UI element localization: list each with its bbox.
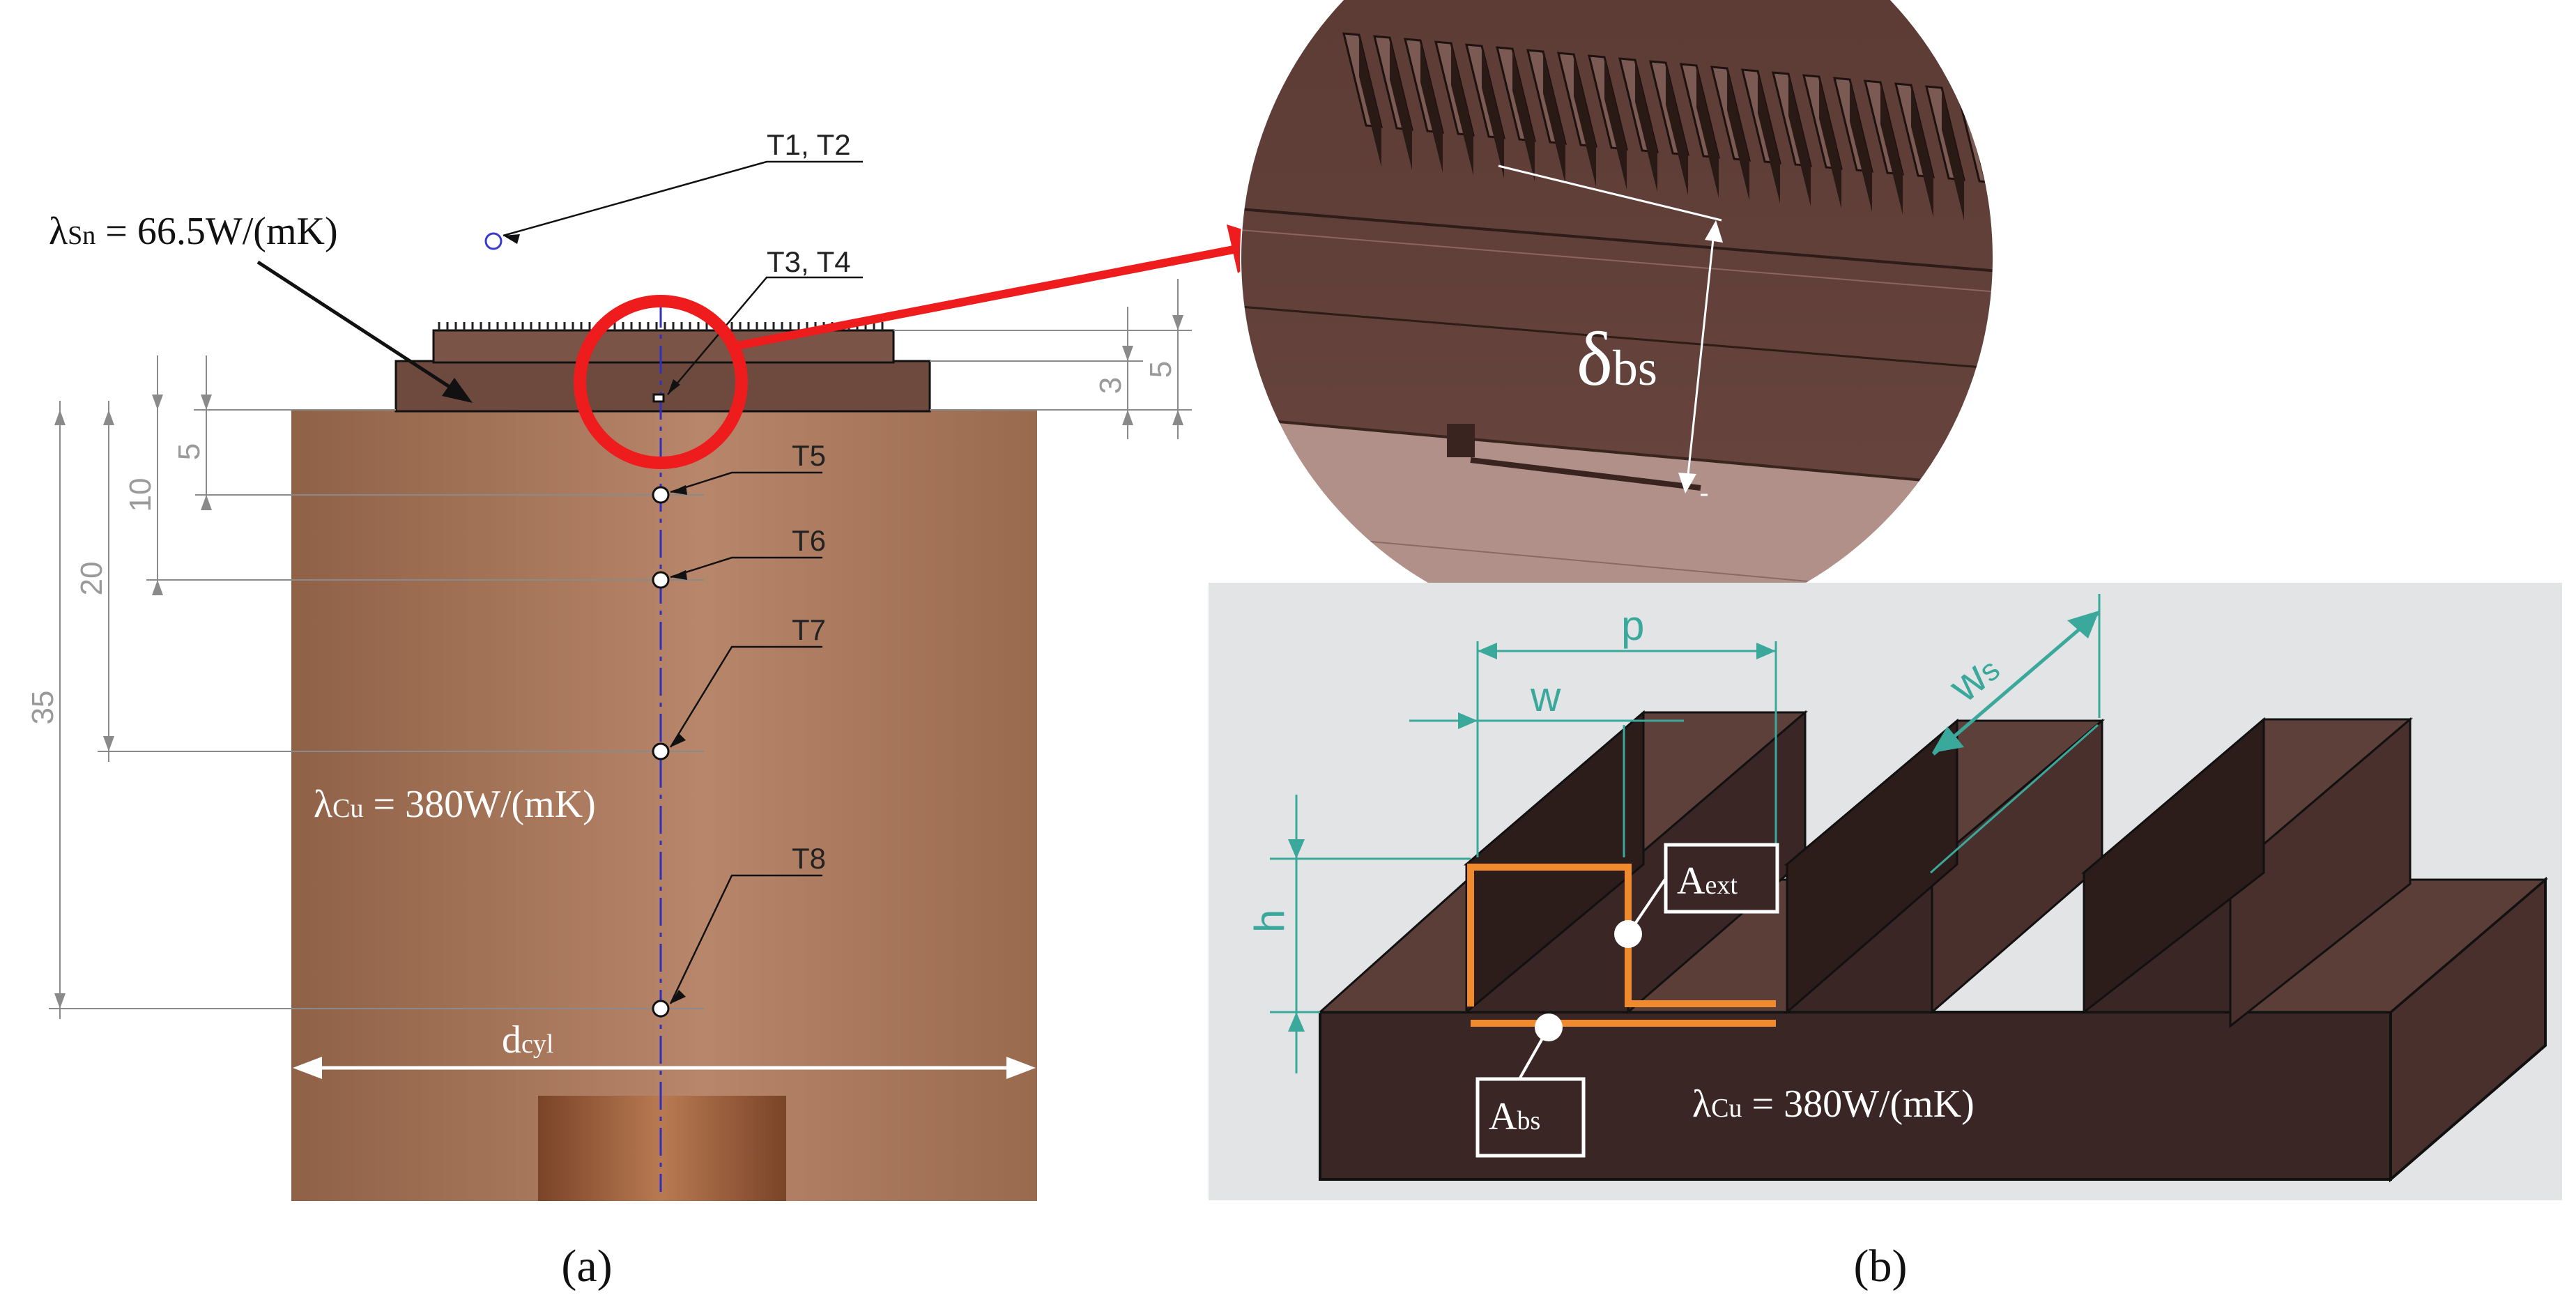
zoom-fin-side: [1911, 85, 1933, 217]
left-dim-arrows: [54, 395, 212, 1009]
a-bs-box: [1475, 1077, 1586, 1158]
a-ext-leader: [1627, 877, 1667, 935]
zoom-fin-side: [1819, 77, 1841, 209]
dim-35: 35: [26, 691, 60, 725]
ws-dimension-line: [1932, 612, 2099, 756]
zoom-fin-side: [1482, 46, 1504, 178]
zoom-fin-side: [1451, 43, 1473, 176]
lambda-cu-label-a: λCu = 380W/(mK): [314, 783, 596, 826]
dim-20: 20: [75, 562, 109, 596]
zoom-arrow-line: [736, 245, 1235, 350]
zoom-fin-side: [1788, 74, 1811, 206]
a-ext-box: [1664, 843, 1779, 914]
diameter-label: dcyl: [502, 1018, 553, 1062]
zoom-fin: [2018, 95, 2056, 188]
a-bs-leader: [1518, 1027, 1550, 1080]
zoom-fin-side: [2034, 96, 2056, 229]
zoom-fin-side: [1359, 35, 1381, 167]
dim-5: 5: [172, 443, 206, 460]
zoom-fin-side: [1850, 79, 1872, 212]
channel-wall-3: [2083, 717, 2265, 1015]
lambda-sn-label: λSn = 66.5W/(mK): [49, 210, 338, 253]
label-t6: T6: [792, 524, 826, 557]
sensor-leaders: [503, 160, 863, 1004]
right-dim-arrows: [1122, 315, 1183, 425]
zoom-fin-side: [1543, 52, 1565, 184]
zoom-fin-side: [1727, 68, 1749, 201]
label-t3-t4: T3, T4: [767, 245, 851, 278]
delta-bs-label: δbs: [1577, 316, 1657, 401]
dim-right-5: 5: [1144, 361, 1178, 378]
label-h: h: [1246, 910, 1293, 933]
dim-right-3: 3: [1094, 377, 1128, 394]
zoom-fin-side: [1574, 54, 1596, 187]
zoom-fin-side: [1696, 66, 1719, 198]
a-ext-outline: [1467, 864, 1776, 1007]
panel-a: 5 10 20 35 5 3: [26, 128, 1280, 1292]
caption-a: (a): [561, 1241, 612, 1292]
solder-block: [394, 360, 931, 413]
zoom-highlight-circle: [574, 295, 748, 469]
label-t7: T7: [792, 613, 826, 646]
zoom-view: δbs: [1241, 0, 2087, 634]
thermocouple-levels: [49, 409, 704, 1009]
zoom-fin-side: [1942, 88, 1964, 220]
leader-arrowheads: [503, 234, 687, 1004]
lambda-sn-arrowhead: [442, 378, 473, 403]
label-w: w: [1530, 673, 1561, 720]
panel-b: p w h ws Aext Abs λCu = 380W/(mK) (b): [1209, 583, 2562, 1292]
zoom-fin: [1986, 91, 1993, 187]
base-insert: [538, 1096, 786, 1201]
dim-10: 10: [123, 478, 158, 512]
label-t8: T8: [792, 842, 826, 875]
label-p: p: [1621, 602, 1644, 649]
lambda-sn-arrow: [256, 260, 467, 399]
diameter-arrow-right: [1006, 1057, 1036, 1079]
a-bs-label: Abs: [1489, 1095, 1540, 1138]
caption-b: (b): [1854, 1241, 1908, 1292]
lambda-cu-label-b: λCu = 380W/(mK): [1692, 1082, 1975, 1126]
zoom-fin-side: [1420, 40, 1443, 173]
zoom-fin-side: [1390, 38, 1412, 170]
zoom-fin-side: [1604, 57, 1627, 190]
zoom-fin-side: [1666, 63, 1688, 195]
channel-wall-2: [1786, 718, 1958, 1015]
diameter-arrow-left: [293, 1057, 322, 1079]
channel-wall-1: [1465, 710, 1645, 1015]
zoom-fin-side: [1880, 82, 1903, 215]
t1-t2-marker: [484, 232, 503, 250]
zoom-fin-side: [2003, 93, 2025, 226]
label-t1-t2: T1, T2: [767, 128, 851, 161]
zoom-fin-side: [1758, 71, 1780, 204]
zoom-fin-side: [1512, 49, 1535, 181]
right-dimensions: [894, 279, 1192, 439]
zoom-fin-side: [2064, 99, 2087, 231]
zoom-fin-side: [1635, 60, 1657, 192]
zoom-fin: [2049, 98, 2087, 191]
label-t5: T5: [792, 439, 826, 472]
finned-sample: [432, 329, 895, 364]
thermocouple-markers: [652, 393, 670, 1018]
a-ext-label: Aext: [1677, 859, 1738, 903]
